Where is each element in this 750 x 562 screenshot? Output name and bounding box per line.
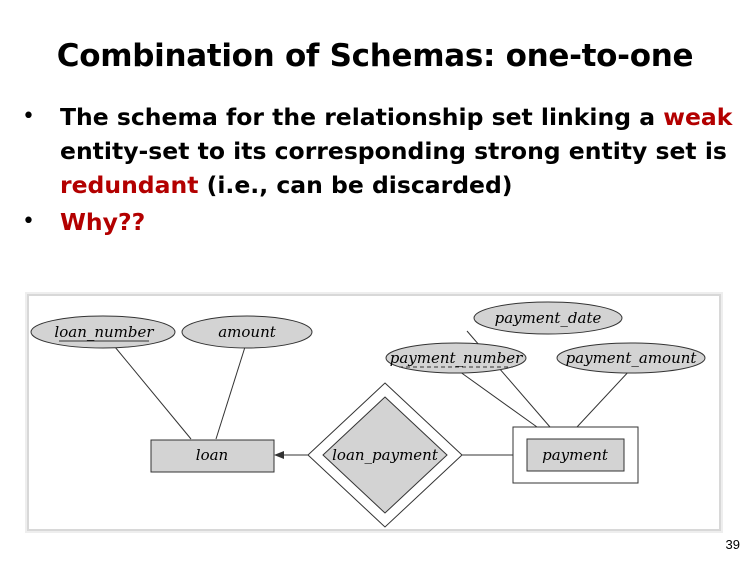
slide-title: Combination of Schemas: one-to-one [56, 38, 694, 74]
bullet-marker: • [22, 209, 35, 234]
bullet-item: • Why?? [22, 205, 742, 239]
bullet-marker: • [22, 104, 35, 129]
relationship-loan-payment: loan_payment [307, 382, 463, 528]
attribute-amount: amount [181, 315, 313, 349]
attribute-label: payment_date [495, 309, 602, 327]
er-diagram-canvas: loan_number amount payment_date payment_… [30, 301, 706, 528]
entity-payment-weak: payment [512, 426, 639, 484]
entity-loan: loan [150, 439, 275, 473]
bullet-text-segment: entity-set to its corresponding strong e… [60, 137, 727, 165]
attribute-label: loan_number [54, 323, 154, 341]
attribute-loan-number: loan_number [30, 315, 176, 349]
page-number: 39 [725, 537, 740, 552]
bullet-item: • The schema for the relationship set lin… [22, 100, 742, 202]
line-amount [215, 346, 246, 440]
line-loan-number [114, 346, 192, 440]
attribute-payment-date: payment_date [473, 301, 623, 335]
attribute-payment-amount: payment_amount [556, 342, 706, 374]
bullet-list: • The schema for the relationship set lin… [22, 100, 742, 239]
entity-label: loan [196, 446, 228, 464]
bullet-text-segment: (i.e., can be discarded) [198, 171, 513, 199]
attribute-label: payment_amount [566, 349, 698, 367]
line-payment-number [455, 368, 538, 428]
bullet-text-segment: The schema for the relationship set link… [60, 103, 664, 131]
attribute-payment-number: payment_number [385, 342, 527, 374]
line-payment-amount [576, 368, 632, 428]
highlight-why: Why?? [60, 208, 146, 236]
relationship-label: loan_payment [332, 446, 439, 464]
highlight-weak: weak [663, 103, 733, 131]
entity-label: payment [542, 446, 609, 464]
attribute-label: amount [218, 323, 277, 341]
highlight-redundant: redundant [60, 171, 199, 199]
attribute-label: payment_number [390, 349, 523, 367]
er-diagram: loan_number amount payment_date payment_… [29, 296, 719, 529]
